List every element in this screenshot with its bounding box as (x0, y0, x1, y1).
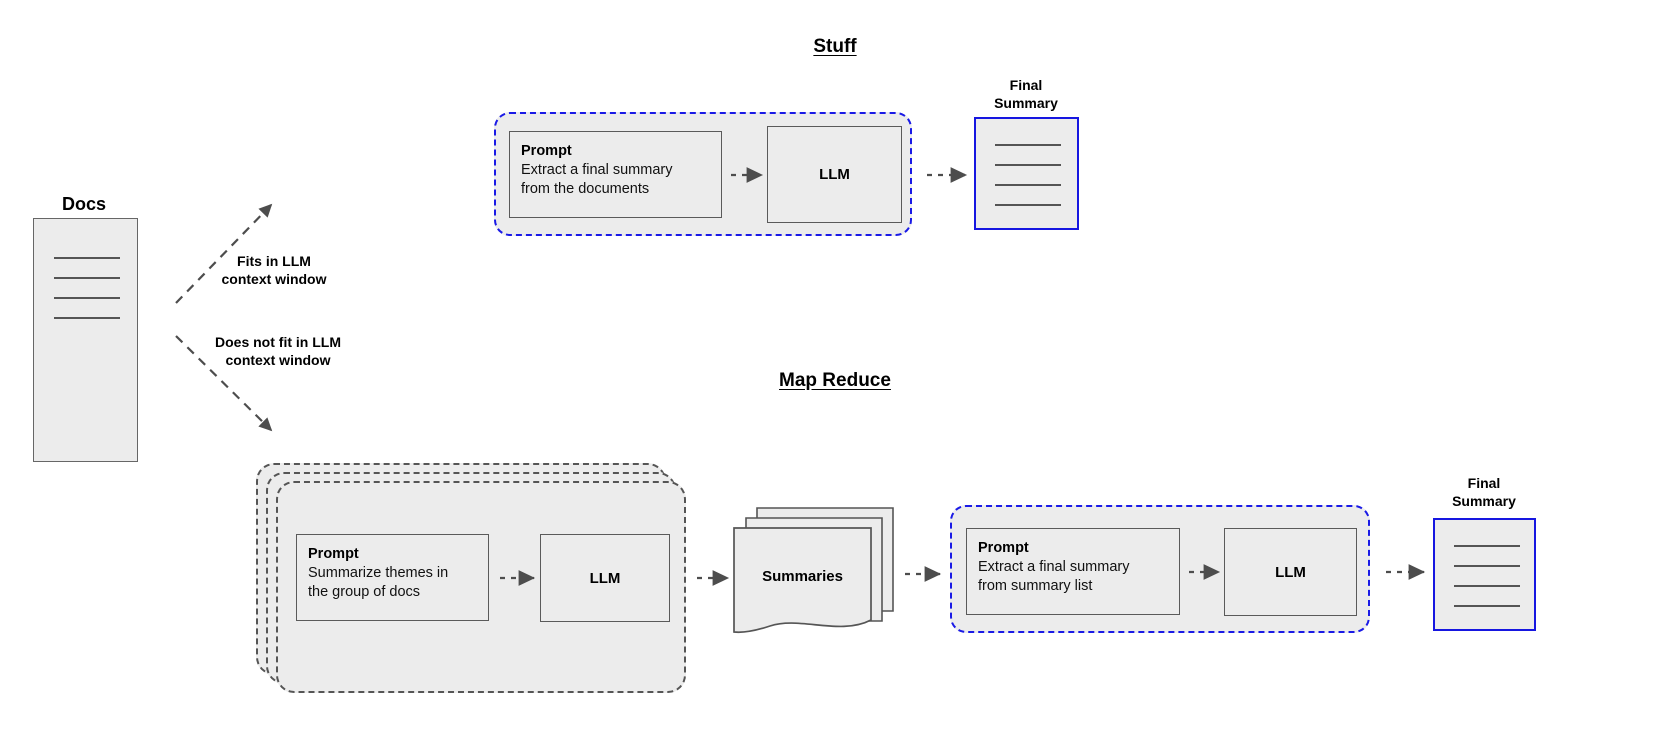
final-summary-line-4 (995, 204, 1061, 206)
stuff-prompt-body: Extract a final summary from the documen… (521, 162, 673, 197)
branch-down-label: Does not fit in LLM context window (215, 334, 341, 368)
reduce-llm-card: LLM (1224, 528, 1357, 616)
map-final-summary-line-1 (1454, 545, 1520, 547)
stuff-prompt-title: Prompt (521, 143, 572, 159)
docs-box (33, 218, 138, 462)
map-final-summary-box (1433, 518, 1536, 631)
reduce-llm-label: LLM (1275, 563, 1306, 581)
docs-line-1 (54, 257, 120, 259)
map-final-summary-line-4 (1454, 605, 1520, 607)
map-prompt-body: Summarize themes in the group of docs (308, 565, 449, 600)
final-summary-line-2 (995, 164, 1061, 166)
summaries-label: Summaries (762, 568, 843, 585)
stuff-llm-label: LLM (819, 166, 850, 183)
map-final-summary-line-2 (1454, 565, 1520, 567)
reduce-prompt-card: Prompt Extract a final summary from summ… (966, 528, 1180, 615)
final-summary-line-1 (995, 144, 1061, 146)
map-final-summary-label: Final Summary (1452, 475, 1516, 509)
map-reduce-title: Map Reduce (779, 370, 891, 391)
stuff-final-summary-label: Final Summary (994, 77, 1058, 111)
stuff-title: Stuff (813, 36, 857, 57)
docs-line-2 (54, 277, 120, 279)
docs-line-4 (54, 317, 120, 319)
map-llm-label: LLM (589, 569, 621, 587)
branch-up-label: Fits in LLM context window (221, 253, 327, 287)
map-final-summary-line-3 (1454, 585, 1520, 587)
reduce-prompt-body: Extract a final summary from summary lis… (978, 559, 1130, 594)
summaries-label-wrap: Summaries (734, 568, 871, 586)
final-summary-line-3 (995, 184, 1061, 186)
docs-line-3 (54, 297, 120, 299)
docs-title: Docs (61, 194, 106, 214)
reduce-prompt-title: Prompt (978, 540, 1029, 556)
stuff-llm-card: LLM (767, 126, 902, 223)
stuff-final-summary-box (974, 117, 1079, 230)
map-prompt-card: Prompt Summarize themes in the group of … (296, 534, 489, 621)
map-llm-card: LLM (540, 534, 670, 622)
map-prompt-title: Prompt (308, 546, 359, 562)
stuff-prompt-card: Prompt Extract a final summary from the … (509, 131, 722, 218)
